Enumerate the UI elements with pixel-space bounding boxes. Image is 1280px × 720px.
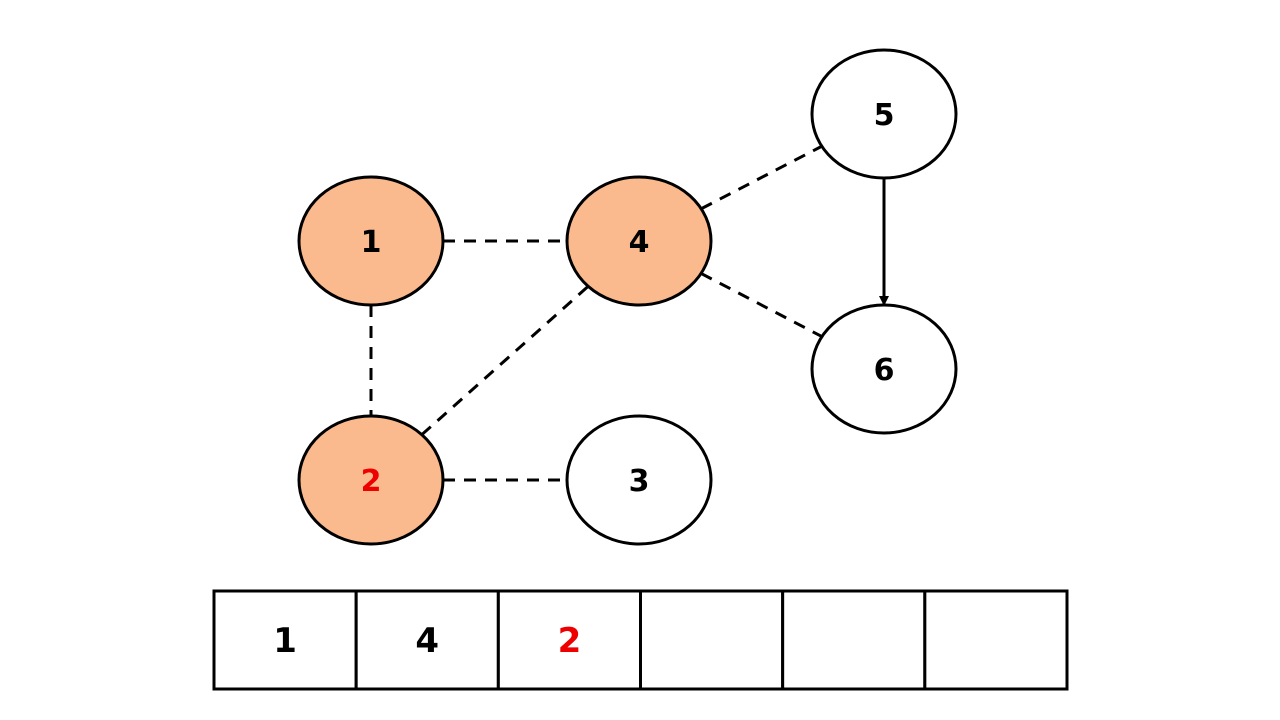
- node-3-circle: [565, 414, 713, 546]
- edges: [369, 144, 889, 482]
- node-6: 6: [810, 303, 958, 435]
- queue-cell-3: [496, 589, 643, 691]
- queue-cell-2: [354, 589, 500, 691]
- node-5-circle: [810, 48, 958, 180]
- edge-4-6: [700, 272, 823, 338]
- node-4: 4: [565, 175, 713, 307]
- queue-cell-3-value: 2: [558, 621, 582, 661]
- queue-cell-4: [639, 589, 785, 691]
- queue-cell-6: [923, 589, 1069, 691]
- queue-cell-2-value: 4: [415, 621, 439, 661]
- node-2-label: 2: [361, 464, 382, 499]
- node-6-circle: [810, 303, 958, 435]
- node-4-label: 4: [629, 225, 650, 260]
- node-1: 1: [297, 175, 445, 307]
- node-1-circle: [297, 175, 445, 307]
- node-3: 3: [565, 414, 713, 546]
- node-4-circle: [565, 175, 713, 307]
- queue-cell-1: [212, 589, 358, 691]
- node-5-label: 5: [874, 98, 895, 133]
- node-2: 2: [297, 414, 445, 546]
- node-5: 5: [810, 48, 958, 180]
- edge-4-5: [700, 144, 823, 211]
- queue-array: 1 4 2: [212, 589, 1069, 691]
- node-2-circle: [297, 414, 445, 546]
- queue-cell-5: [781, 589, 927, 691]
- node-1-label: 1: [361, 225, 382, 260]
- queue-cell-1-value: 1: [273, 621, 297, 661]
- edge-2-4: [420, 285, 590, 436]
- node-6-label: 6: [874, 353, 895, 388]
- node-3-label: 3: [629, 464, 650, 499]
- nodes: 1 2 3 4 5 6: [297, 48, 958, 546]
